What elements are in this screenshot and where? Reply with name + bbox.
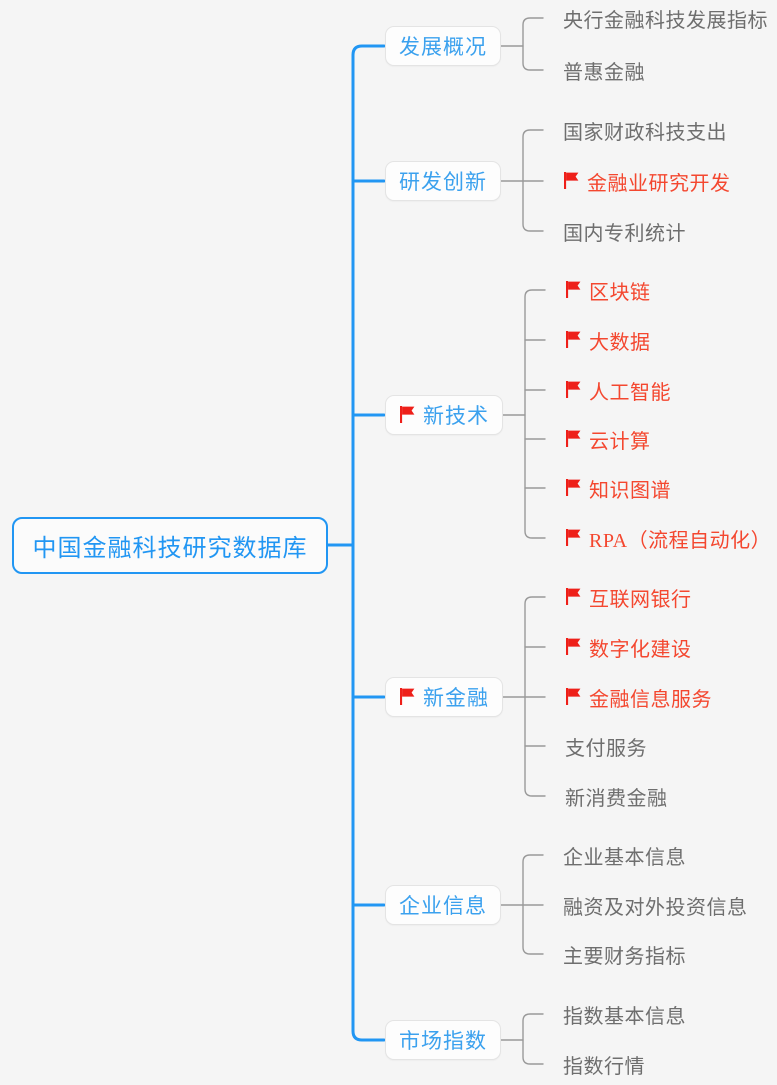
branch-5[interactable]: 企业信息 [385,885,501,925]
flag-icon [565,429,582,448]
branch-3-leaf-5[interactable]: 知识图谱 [565,474,671,502]
branch-4-leaf-1-label: 互联网银行 [589,588,692,611]
branch-4-leaf-2-label: 数字化建设 [589,638,692,661]
branch-4-leaf-4-label: 支付服务 [565,737,647,760]
branch-5-leaf-1-label: 企业基本信息 [563,846,686,869]
branch-2[interactable]: 研发创新 [385,161,501,201]
root-node-label: 中国金融科技研究数据库 [32,535,308,562]
branch-4-leaf-5-label: 新消费金融 [565,787,668,810]
root-node[interactable]: 中国金融科技研究数据库 [12,516,328,574]
branch-5-leaf-3[interactable]: 主要财务指标 [563,940,686,968]
branch-1-leaf-2[interactable]: 普惠金融 [563,56,645,84]
branch-1-label: 发展概况 [399,35,487,59]
branch-3-leaf-5-label: 知识图谱 [589,479,671,502]
flag-icon [399,405,416,424]
branch-3-leaf-1-label: 区块链 [589,281,651,304]
branch-3-leaf-3[interactable]: 人工智能 [565,376,671,404]
branch-6[interactable]: 市场指数 [385,1020,501,1060]
branch-6-leaf-1-label: 指数基本信息 [563,1005,686,1028]
flag-icon [565,587,582,606]
branch-3-leaf-3-label: 人工智能 [589,381,671,404]
branch-3-leaf-6[interactable]: RPA（流程自动化） [565,524,771,552]
branch-2-label: 研发创新 [399,170,487,194]
branch-5-label: 企业信息 [399,894,487,918]
flag-icon [565,280,582,299]
branch-6-label: 市场指数 [399,1029,487,1053]
branch-4-leaf-2[interactable]: 数字化建设 [565,633,692,661]
flag-icon [565,687,582,706]
flag-icon [565,528,582,547]
branch-5-leaf-2[interactable]: 融资及对外投资信息 [563,891,748,919]
branch-5-leaf-1[interactable]: 企业基本信息 [563,841,686,869]
branch-4-label: 新金融 [423,686,489,710]
flag-icon [565,380,582,399]
branch-6-leaf-1[interactable]: 指数基本信息 [563,1000,686,1028]
branch-6-leaf-2[interactable]: 指数行情 [563,1050,645,1078]
branch-2-leaf-3[interactable]: 国内专利统计 [563,217,686,245]
branch-1-leaf-1-label: 央行金融科技发展指标 [563,9,768,32]
branch-4-leaf-3[interactable]: 金融信息服务 [565,683,712,711]
branch-3-label: 新技术 [423,404,489,428]
flag-icon [399,687,416,706]
branch-1[interactable]: 发展概况 [385,26,501,66]
branch-6-leaf-2-label: 指数行情 [563,1055,645,1078]
branch-3-leaf-4-label: 云计算 [589,430,651,453]
branch-4-leaf-4[interactable]: 支付服务 [565,732,647,760]
branch-5-leaf-3-label: 主要财务指标 [563,945,686,968]
flag-icon [563,171,580,190]
branch-3-leaf-1[interactable]: 区块链 [565,276,651,304]
branch-3-leaf-4[interactable]: 云计算 [565,425,651,453]
branch-3-leaf-2-label: 大数据 [589,331,651,354]
branch-4[interactable]: 新金融 [385,677,503,717]
flag-icon [565,330,582,349]
branch-4-leaf-3-label: 金融信息服务 [589,688,712,711]
branch-4-leaf-5[interactable]: 新消费金融 [565,782,668,810]
branch-4-leaf-1[interactable]: 互联网银行 [565,583,692,611]
branch-3[interactable]: 新技术 [385,395,503,435]
branch-1-leaf-1[interactable]: 央行金融科技发展指标 [563,4,768,32]
branch-1-leaf-2-label: 普惠金融 [563,61,645,84]
branch-2-leaf-1-label: 国家财政科技支出 [563,121,727,144]
branch-3-leaf-2[interactable]: 大数据 [565,326,651,354]
branch-2-leaf-3-label: 国内专利统计 [563,222,686,245]
branch-3-leaf-6-label: RPA（流程自动化） [589,529,772,552]
branch-5-leaf-2-label: 融资及对外投资信息 [563,896,748,919]
flag-icon [565,637,582,656]
branch-2-leaf-2[interactable]: 金融业研究开发 [563,167,731,195]
flag-icon [565,478,582,497]
branch-2-leaf-1[interactable]: 国家财政科技支出 [563,116,727,144]
branch-2-leaf-2-label: 金融业研究开发 [587,172,731,195]
